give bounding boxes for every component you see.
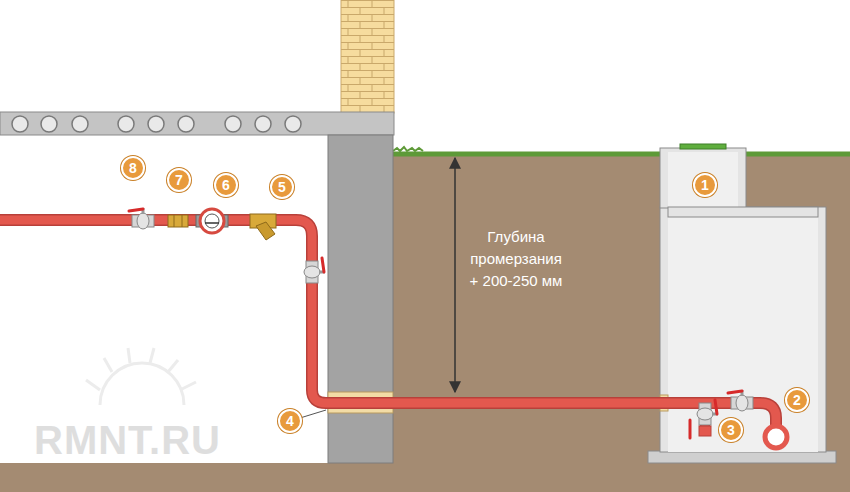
callout-label: 8: [129, 161, 137, 175]
mesh-filter: [250, 214, 276, 240]
depth-note: Глубина промерзания + 200-250 мм: [466, 226, 566, 292]
pipe-inlet: [765, 426, 787, 448]
drain-valve: [690, 400, 718, 438]
floor-slab: [0, 112, 394, 135]
grass: [393, 152, 850, 157]
brick-wall: [341, 0, 394, 113]
callout-label: 7: [175, 173, 183, 187]
ground: [0, 463, 850, 492]
callout-number: 7: [167, 168, 191, 192]
ground: [393, 152, 850, 492]
callout-label: 4: [286, 414, 294, 428]
callout-number: 1: [693, 173, 717, 197]
callout-label: 3: [727, 423, 735, 437]
foundation-wall: [328, 135, 393, 463]
watermark-logo: [86, 348, 196, 405]
watermark: RMNT.RU: [34, 418, 221, 463]
check-valve: [168, 215, 188, 227]
depth-dimension: [454, 158, 456, 392]
leader-line: [300, 410, 326, 418]
ball-valve: [304, 258, 325, 283]
callout-label: 1: [701, 178, 709, 192]
slab-holes: [12, 116, 301, 132]
callout-number: 2: [785, 388, 809, 412]
water-pipe: [0, 220, 776, 426]
callout-number: 4: [278, 409, 302, 433]
callout-number: 6: [214, 173, 238, 197]
callout-number: 5: [270, 175, 294, 199]
ball-valve: [728, 390, 753, 411]
callout-number: 8: [121, 156, 145, 180]
callout-label: 2: [793, 393, 801, 407]
callout-label: 6: [222, 178, 230, 192]
well: [648, 144, 836, 463]
water-meter: [196, 209, 228, 233]
callout-number: 3: [719, 418, 743, 442]
callout-label: 5: [278, 180, 286, 194]
ball-valve: [129, 208, 154, 229]
